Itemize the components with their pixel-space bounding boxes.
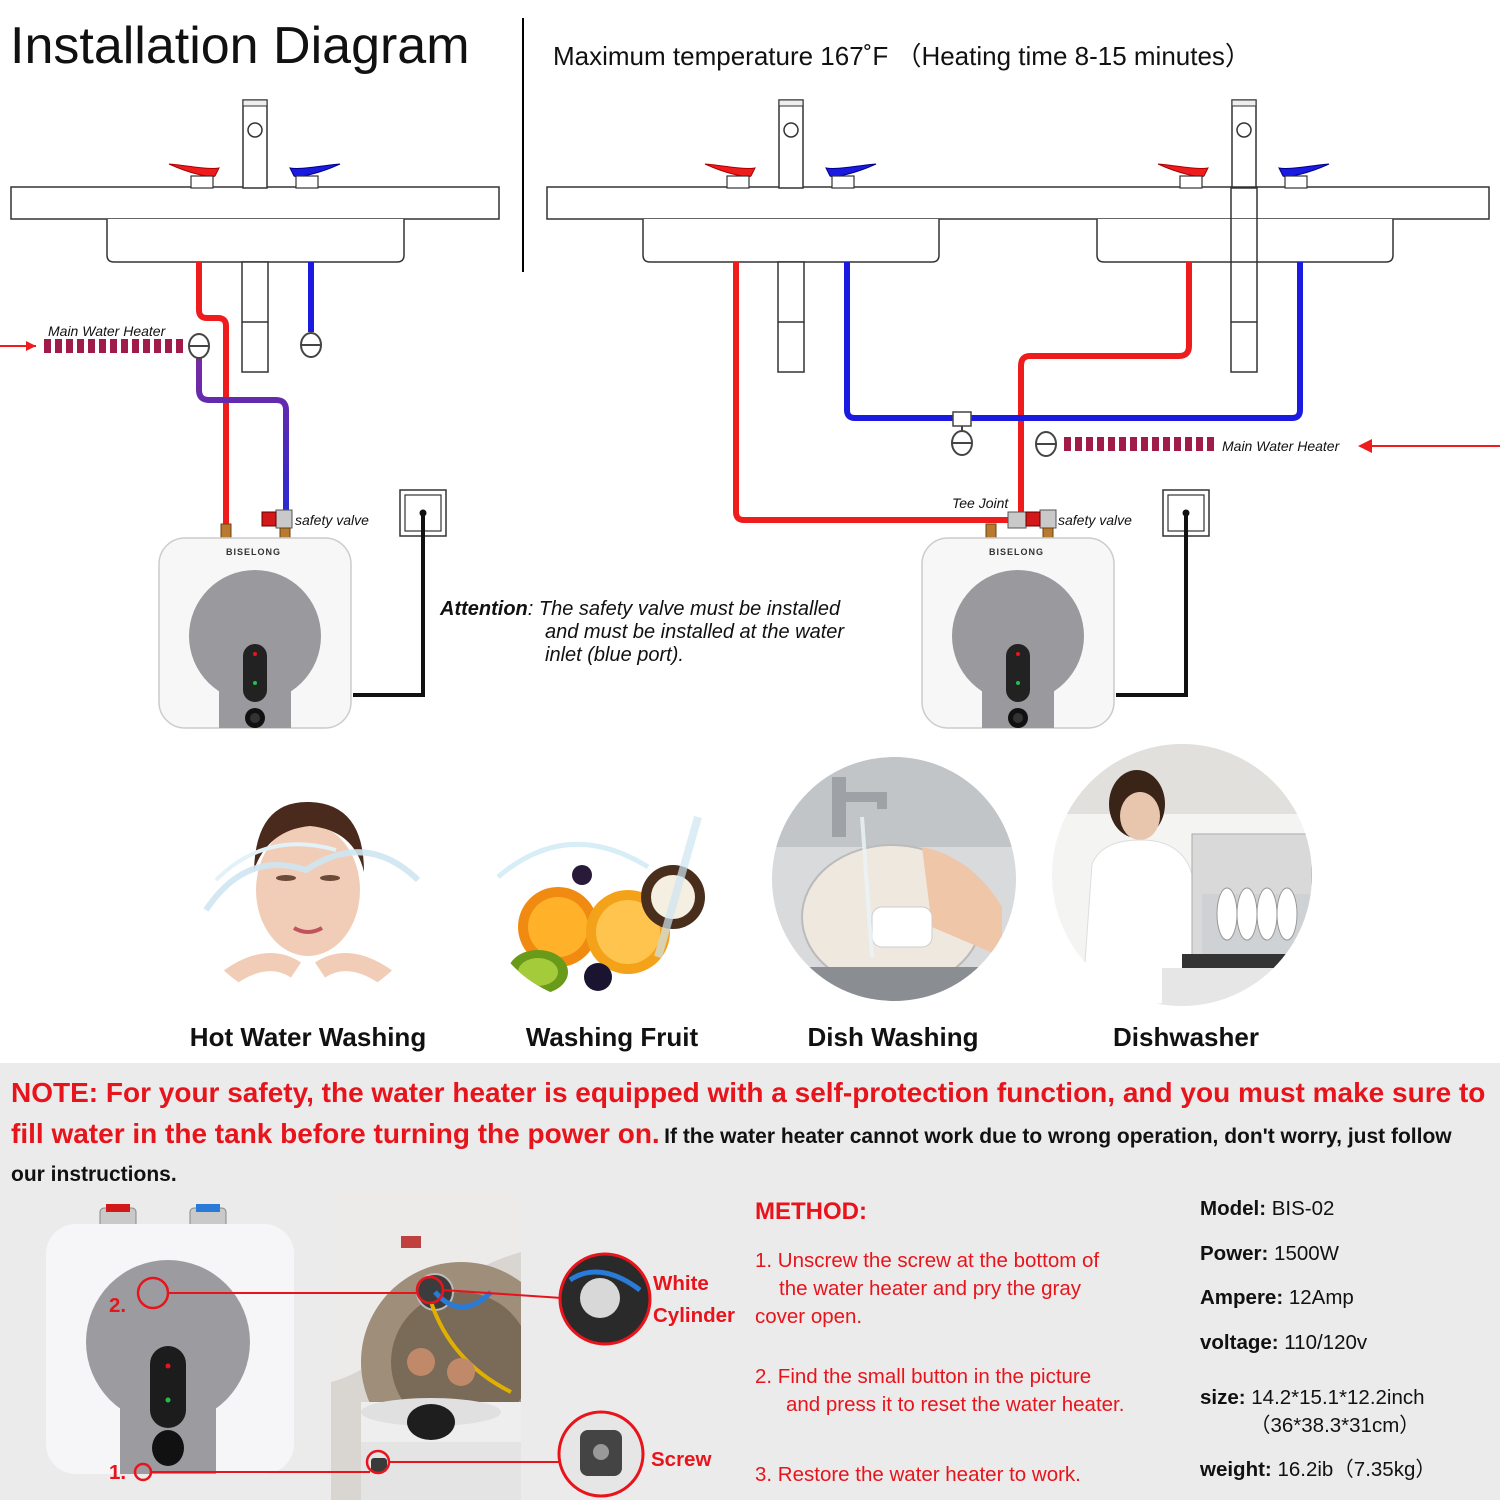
dishwasher-photo xyxy=(1052,744,1312,1006)
method-step-2: 2. Find the small button in the picture … xyxy=(755,1363,1175,1419)
vertical-divider xyxy=(522,18,524,272)
spec-weight-value: 16.2ib（7.35kg） xyxy=(1271,1458,1436,1481)
spec-size-value: 14.2*15.1*12.2inch xyxy=(1245,1386,1425,1409)
installation-diagram xyxy=(0,99,1500,729)
spec-size: size: 14.2*15.1*12.2inch xyxy=(1200,1384,1425,1412)
brand-label-right: BISELONG xyxy=(989,547,1045,557)
method-step-1-line-2: the water heater and pry the gray xyxy=(779,1277,1081,1300)
method-step-1-line-1: 1. Unscrew the screw at the bottom of xyxy=(755,1249,1100,1272)
attention-line-3: inlet (blue port). xyxy=(545,644,684,666)
method-step-2-line-1: 2. Find the small button in the picture xyxy=(755,1365,1092,1388)
safety-note-red: NOTE: For your safety, the water heater … xyxy=(11,1077,1486,1149)
usage-label-dishwasher: Dishwasher xyxy=(1113,1022,1259,1052)
dish-washing-photo xyxy=(772,757,1016,1001)
screw-label: Screw xyxy=(651,1448,712,1471)
spec-ampere: Ampere: 12Amp xyxy=(1200,1284,1354,1312)
spec-ampere-label: Ampere: xyxy=(1200,1286,1284,1309)
attention-line-2: and must be installed at the water xyxy=(545,621,845,643)
white-cylinder-line-2: Cylinder xyxy=(653,1304,736,1327)
marker-1: 1. xyxy=(109,1461,127,1484)
max-temperature-text: Maximum temperature 167˚F （Heating time … xyxy=(553,41,1251,71)
attention-note: Attention: The safety valve must be inst… xyxy=(440,598,900,667)
heater-inside-photo xyxy=(331,1192,521,1500)
callout-overlay xyxy=(133,1252,652,1498)
spec-size-metric: （36*38.3*31cm） xyxy=(1250,1414,1420,1437)
page-title: Installation Diagram xyxy=(10,17,470,75)
hot-water-washing-photo xyxy=(186,760,430,1004)
spec-ampere-value: 12Amp xyxy=(1283,1286,1354,1309)
spec-voltage-value: 110/120v xyxy=(1278,1331,1368,1354)
spec-power-value: 1500W xyxy=(1268,1242,1340,1265)
brand-label-left: BISELONG xyxy=(226,547,282,557)
marker-2: 2. xyxy=(109,1294,127,1317)
spec-weight-label: weight: xyxy=(1200,1458,1272,1481)
spec-model: Model: BIS-02 xyxy=(1200,1195,1334,1223)
method-step-2-line-2: and press it to reset the water heater. xyxy=(786,1393,1125,1416)
method-step-1-line-3: cover open. xyxy=(755,1305,863,1328)
main-water-heater-label-right: Main Water Heater xyxy=(1222,438,1340,454)
heater-front-photo xyxy=(46,1204,294,1474)
spec-voltage-label: voltage: xyxy=(1200,1331,1279,1354)
white-cylinder-label: White Cylinder xyxy=(653,1268,735,1332)
spec-size-label: size: xyxy=(1200,1386,1246,1409)
spec-weight: weight: 16.2ib（7.35kg） xyxy=(1200,1456,1436,1484)
usage-label-hot-water-washing: Hot Water Washing xyxy=(189,1022,427,1052)
washing-fruit-photo xyxy=(478,757,724,1003)
method-step-3: 3. Restore the water heater to work. xyxy=(755,1463,1081,1486)
safety-valve-label-right: safety valve xyxy=(1058,512,1132,528)
white-cylinder-line-1: White xyxy=(653,1272,709,1295)
safety-note: NOTE: For your safety, the water heater … xyxy=(11,1075,1491,1195)
usage-label-washing-fruit: Washing Fruit xyxy=(525,1022,699,1052)
spec-power: Power: 1500W xyxy=(1200,1240,1339,1268)
safety-note-black: If the water heater cannot work due to w… xyxy=(11,1125,1452,1186)
attention-label: Attention xyxy=(440,598,528,620)
method-title: METHOD: xyxy=(755,1198,867,1225)
usage-label-dish-washing: Dish Washing xyxy=(807,1022,979,1052)
spec-voltage: voltage: 110/120v xyxy=(1200,1329,1367,1357)
attention-line-1: : The safety valve must be installed xyxy=(527,598,841,620)
spec-model-label: Model: xyxy=(1200,1197,1267,1220)
spec-power-label: Power: xyxy=(1200,1242,1269,1265)
spec-model-value: BIS-02 xyxy=(1266,1197,1335,1220)
safety-valve-label-left: safety valve xyxy=(295,512,369,528)
method-step-1: 1. Unscrew the screw at the bottom of th… xyxy=(755,1247,1175,1331)
main-water-heater-label-left: Main Water Heater xyxy=(48,323,166,339)
tee-joint-label: Tee Joint xyxy=(952,495,1009,511)
